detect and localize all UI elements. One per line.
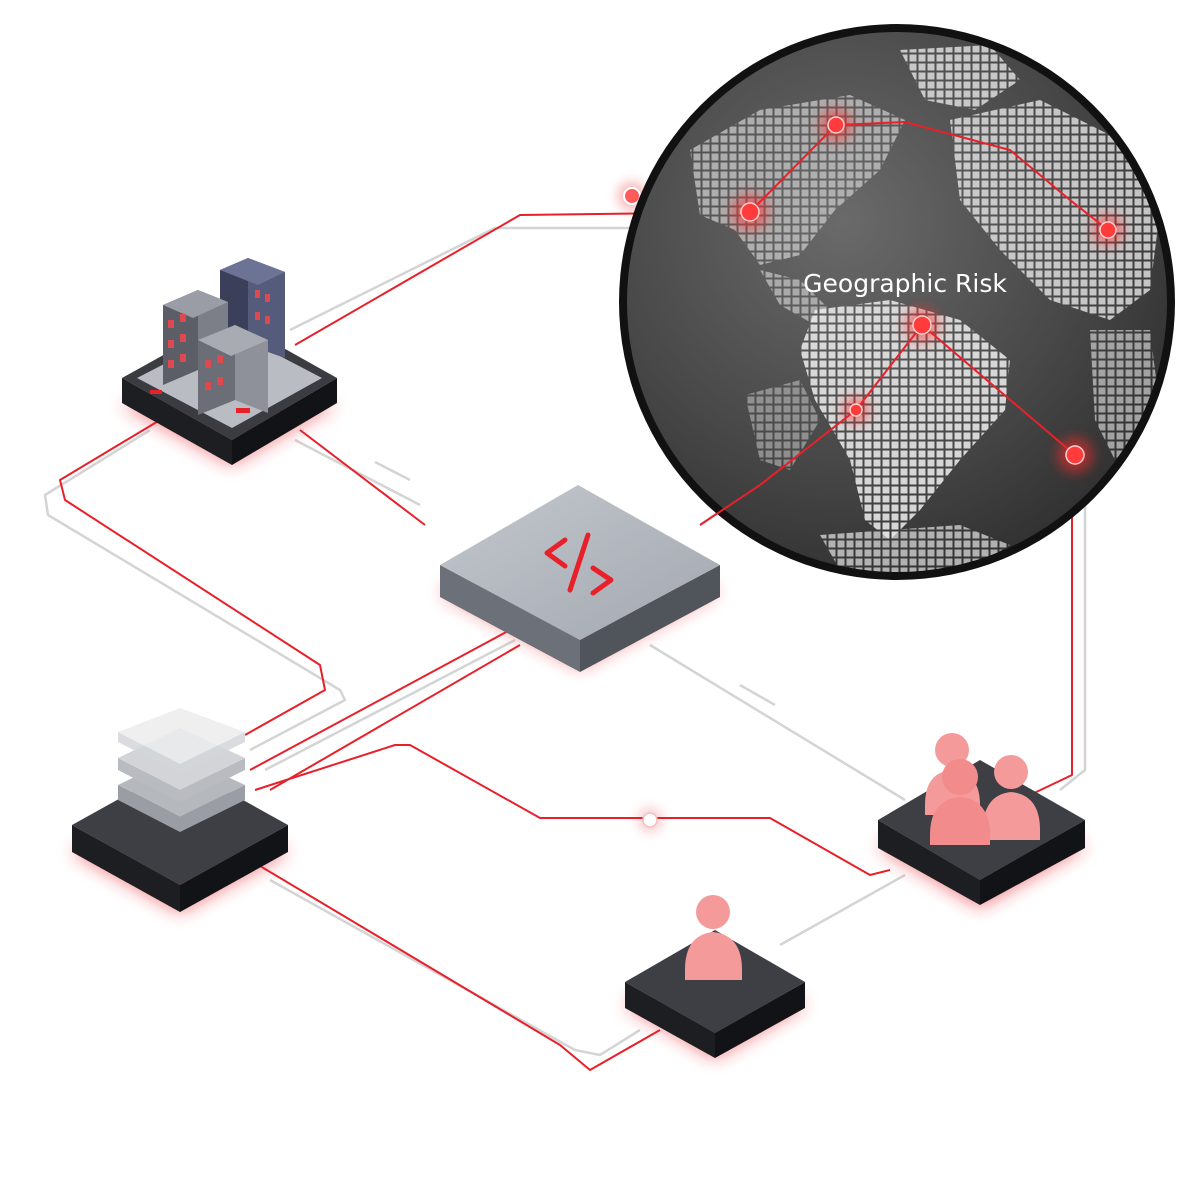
connector-dash-2 xyxy=(739,683,776,707)
connector-buildings-to-database xyxy=(43,428,347,752)
code-icon xyxy=(544,532,614,596)
globe-continents xyxy=(690,45,1160,572)
connector-code-to-database-1 xyxy=(264,638,516,772)
globe-hotspots xyxy=(732,109,1123,473)
signal-dot-middle xyxy=(642,812,658,828)
user-group-icon xyxy=(925,733,1040,845)
connector-dash-1 xyxy=(374,460,411,482)
user-tile[interactable] xyxy=(625,895,805,1058)
buildings-tile[interactable] xyxy=(122,258,337,465)
connector-code-to-group xyxy=(649,643,906,802)
connector-red-code-to-database xyxy=(249,629,511,771)
group-tile[interactable] xyxy=(878,733,1085,907)
connector-globe-to-group-gray xyxy=(1059,470,1087,791)
connector-red-buildings-to-database xyxy=(59,419,326,736)
database-tile[interactable] xyxy=(72,708,288,912)
connector-user-to-group xyxy=(779,873,906,947)
red-connectors xyxy=(59,211,1073,1071)
signal-dot-top xyxy=(623,187,641,205)
connector-buildings-to-globe xyxy=(289,226,630,332)
user-icon xyxy=(685,895,742,980)
connector-red-database-to-user xyxy=(249,859,661,1071)
connector-database-to-user xyxy=(269,878,641,1057)
globe-label: Geographic Risk xyxy=(803,269,1007,298)
database-layers-icon xyxy=(118,708,245,832)
connector-red-code-to-database-2 xyxy=(269,644,521,791)
connector-red-database-to-group xyxy=(254,744,891,876)
globe: Geographic Risk xyxy=(619,24,1175,580)
connector-red-globe-to-group xyxy=(1029,470,1073,796)
connector-lines xyxy=(43,182,1087,1071)
buildings-icon xyxy=(150,258,285,415)
code-tile[interactable] xyxy=(440,485,720,672)
connector-red-buildings-to-code xyxy=(299,429,426,526)
